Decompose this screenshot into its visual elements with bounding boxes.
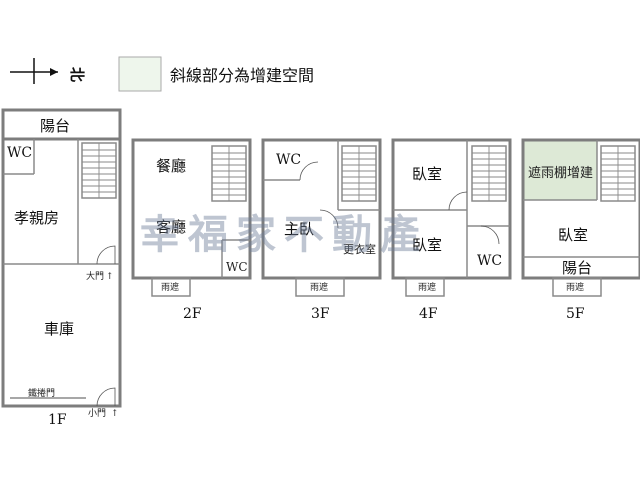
note-canopy-5f: 雨遮 [566,281,584,293]
floor-1f-plan [1,108,122,408]
door-arc-wc-4f [480,225,500,245]
north-label: 北 [68,67,86,82]
legend-swatch [118,56,162,92]
room-balcony-5f: 陽台 [562,259,592,277]
floor-label-5f: 5F [566,306,585,322]
floor-label-4f: 4F [419,306,438,322]
floor-4f-plan [391,138,512,297]
note-canopy-2f: 雨遮 [161,281,179,293]
room-dining-2f: 餐廳 [156,157,186,175]
note-side-door-1f: 小門 [88,408,106,419]
door-arc-closet-3f [319,209,339,229]
room-closet-3f: 更衣室 [343,242,376,256]
stairs-4f [471,145,507,202]
door-arc-main-1f [96,245,116,265]
floor-5f-plan [521,138,640,297]
door-arc-bedroom-4f [448,191,468,211]
floor-label-2f: 2F [183,306,202,322]
door-arc-side-1f [96,387,116,407]
room-balcony-1f: 陽台 [40,117,70,135]
room-wc-3f: WC [276,152,301,168]
room-living-2f: 客廳 [156,218,186,236]
room-wc-4f: WC [477,253,502,269]
arrow-up-icon: ↑ [111,409,119,419]
floor-label-1f: 1F [48,412,67,428]
room-wc-1f: WC [7,145,32,161]
watermark-text: 幸福家不動產 [140,212,428,258]
stairs-3f [341,145,377,202]
arrow-up-icon: ↑ [106,272,114,282]
floor-2f-plan [131,138,252,297]
room-wc-2f: WC [226,260,248,274]
stairs-2f [211,145,247,202]
stairs-1f [81,142,117,199]
floor-3f-plan [261,138,382,297]
room-master-3f: 主臥 [284,220,314,238]
floor-label-3f: 3F [311,306,330,322]
stairs-5f [600,145,636,202]
addition-area-5f [523,140,597,200]
note-canopy-4f: 雨遮 [418,281,436,293]
north-arrow-icon [10,58,58,84]
note-main-door-1f: 大門 [86,270,104,282]
room-bedroom-5f: 臥室 [558,226,588,244]
note-canopy-3f: 雨遮 [310,281,328,293]
room-parents-1f: 孝親房 [14,209,59,227]
room-addition-5f: 遮雨棚增建 [528,165,593,181]
room-bedroom-a-4f: 臥室 [412,165,442,183]
legend-text: 斜線部分為增建空間 [170,66,314,85]
room-garage-1f: 車庫 [44,320,74,338]
door-arc-wc-3f [299,161,319,181]
note-iron-gate-1f: 鐵捲門 [28,387,55,399]
room-bedroom-b-4f: 臥室 [412,236,442,254]
